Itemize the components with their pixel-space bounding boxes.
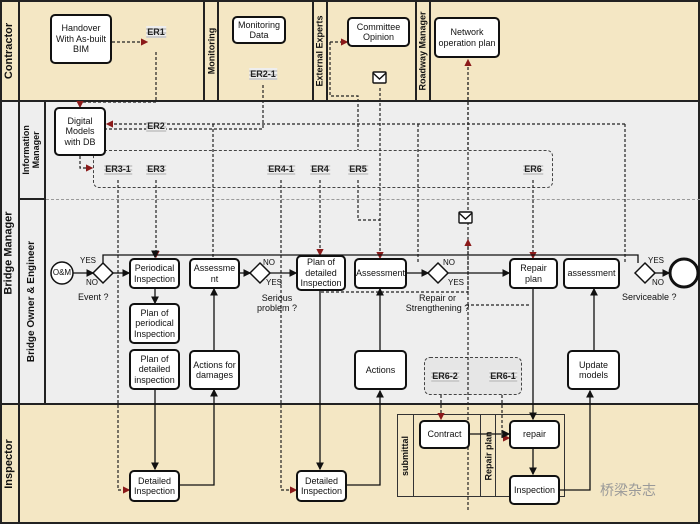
er3: ER3: [146, 163, 166, 175]
task-handover[interactable]: Handover With As-built BIM: [50, 14, 112, 64]
er4: ER4: [310, 163, 330, 175]
task-plan-detailed-2[interactable]: Plan of detailed inspection: [129, 349, 180, 390]
lane-label-monitoring: Monitoring: [203, 2, 219, 100]
task-assessment-3[interactable]: assessment: [563, 258, 620, 289]
gateway-event-label: Event ?: [78, 292, 109, 302]
task-update-models[interactable]: Update models: [567, 350, 620, 390]
task-committee-opinion[interactable]: Committee Opinion: [347, 17, 410, 47]
er-group: [93, 150, 553, 188]
yes-label: YES: [80, 256, 97, 265]
task-detailed-inspection-1[interactable]: Detailed Inspection: [129, 470, 180, 502]
task-assessment-2[interactable]: Assessment: [354, 258, 407, 289]
task-plan-detailed-1[interactable]: Plan of detailed Inspection: [296, 255, 346, 291]
er4-1: ER4-1: [267, 163, 295, 175]
task-detailed-inspection-2[interactable]: Detailed Inspection: [296, 470, 347, 502]
er6-2: ER6-2: [431, 370, 459, 382]
gateways: [91, 261, 657, 285]
task-inspection[interactable]: Inspection: [509, 475, 560, 505]
yes-label: YES: [266, 278, 283, 287]
pool-label-inspector: Inspector: [0, 403, 20, 524]
er1: ER1: [146, 26, 166, 38]
task-periodical-inspection[interactable]: Periodical Inspection: [129, 258, 180, 289]
watermark: 桥梁杂志: [600, 482, 656, 498]
pool-label-bridge-manager: Bridge Manager: [0, 100, 20, 405]
lane-label-submittal: submittal: [397, 414, 414, 497]
gateway-serviceable-label: Serviceable ?: [622, 292, 677, 302]
task-repair-plan[interactable]: Repair plan: [509, 258, 558, 289]
task-actions-damages[interactable]: Actions for damages: [189, 350, 240, 390]
task-monitoring-data[interactable]: Monitoring Data: [232, 16, 286, 44]
gateway-repair-label: Repair or Strengthening ?: [405, 293, 470, 314]
task-repair[interactable]: repair: [509, 420, 560, 449]
task-actions[interactable]: Actions: [354, 350, 407, 390]
er2: ER2: [146, 120, 166, 132]
yes-label: YES: [448, 278, 465, 287]
lane-label-roadway-manager: Roadway Manager: [415, 2, 431, 100]
er5: ER5: [348, 163, 368, 175]
end-event: [668, 257, 700, 289]
no-label: NO: [652, 278, 664, 287]
er3-1: ER3-1: [104, 163, 132, 175]
task-plan-periodical[interactable]: Plan of periodical Inspection: [129, 303, 180, 344]
pool-inspector: [0, 403, 700, 524]
er6-1: ER6-1: [489, 370, 517, 382]
envelope-icon: [372, 71, 473, 224]
gateway-serious-label: Serious problem ?: [256, 293, 298, 314]
yes-label: YES: [648, 256, 665, 265]
start-event-label: O&M: [52, 268, 72, 277]
task-assessment-1[interactable]: Assessme nt: [189, 258, 240, 289]
lane-label-information-manager: Information Manager: [20, 102, 46, 200]
pool-label-contractor: Contractor: [0, 0, 20, 102]
lane-label-external-experts: External Experts: [312, 2, 328, 100]
no-label: NO: [263, 258, 275, 267]
task-digital-models[interactable]: Digital Models with DB: [54, 107, 106, 156]
lane-label-bridge-owner: Bridge Owner & Engineer: [20, 200, 46, 403]
er6: ER6: [523, 163, 543, 175]
lane-label-repair-plan: Repair plan: [480, 414, 496, 497]
task-network-plan[interactable]: Network operation plan: [434, 17, 500, 58]
start-event: [50, 261, 74, 285]
no-label: NO: [86, 278, 98, 287]
no-label: NO: [443, 258, 455, 267]
submittal-group: [397, 414, 565, 497]
sequence-flows: [72, 250, 671, 491]
er2-1: ER2-1: [249, 68, 277, 80]
task-contract[interactable]: Contract: [419, 420, 470, 449]
